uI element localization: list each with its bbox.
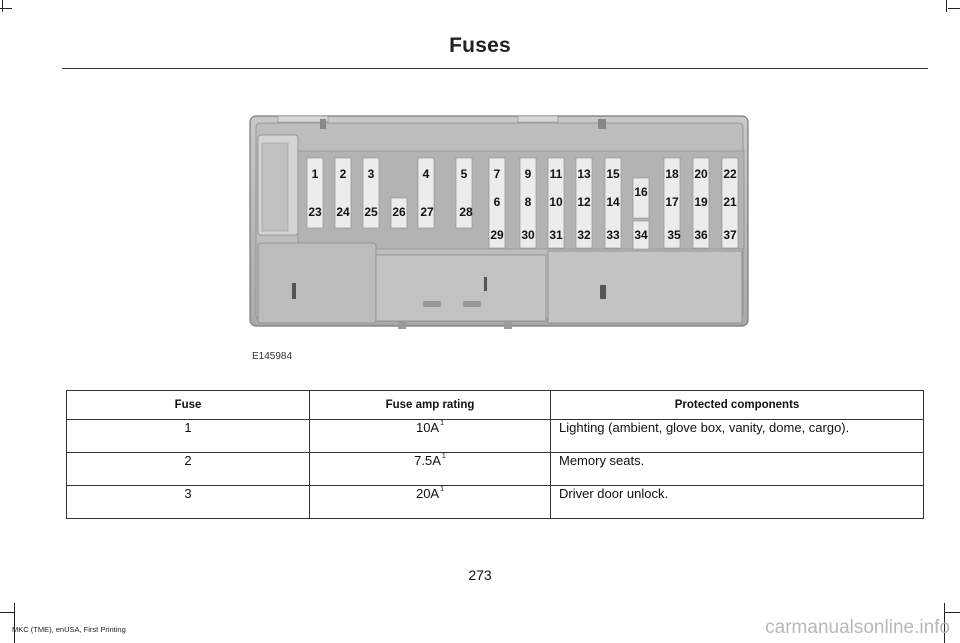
fuse-number-label: 30 — [521, 228, 535, 242]
fuse-number-cell: 1 — [66, 419, 310, 453]
fuse-number-label: 11 — [550, 167, 563, 181]
figure-id: E145984 — [252, 351, 293, 362]
crop-mark — [944, 603, 945, 643]
amp-rating-cell: 10A1 — [309, 419, 551, 453]
fuse-number-label: 31 — [549, 228, 563, 242]
fuse-slot — [632, 220, 650, 250]
fuse-number-label: 32 — [577, 228, 591, 242]
column-header-protected-components: Protected components — [550, 390, 924, 420]
fuse-slot — [334, 157, 352, 229]
fuse-slot — [306, 157, 324, 229]
fuse-slot — [390, 197, 408, 229]
fuse-slot — [519, 157, 537, 249]
fuse-table: Fuse Fuse amp rating Protected component… — [66, 390, 924, 519]
fuse-slot — [721, 157, 739, 249]
fuse-number-label: 18 — [665, 167, 679, 181]
amp-rating-cell: 7.5A1 — [309, 452, 551, 486]
table-row: 3 20A1 Driver door unlock. — [66, 485, 924, 519]
fuse-slot — [488, 157, 506, 249]
footnote-marker: 1 — [441, 453, 446, 460]
fuse-number-label: 37 — [723, 228, 737, 242]
fuse-number-label: 9 — [525, 167, 532, 181]
fuse-number-label: 25 — [364, 205, 378, 219]
page-title: Fuses — [449, 34, 511, 57]
fuse-number-label: 34 — [634, 228, 648, 242]
table-header-row: Fuse Fuse amp rating Protected component… — [66, 390, 924, 420]
table-row: 2 7.5A1 Memory seats. — [66, 452, 924, 486]
crop-mark — [946, 0, 947, 12]
amp-rating-value: 20A — [415, 486, 440, 501]
fuse-number-label: 7 — [494, 167, 501, 181]
fuse-number-label: 27 — [420, 205, 434, 219]
fuse-number-cell: 2 — [66, 452, 310, 486]
fuse-number-label: 28 — [459, 205, 473, 219]
column-header-fuse: Fuse — [66, 390, 310, 420]
fuse-number-label: 22 — [723, 167, 737, 181]
fuse-number-label: 8 — [525, 195, 532, 209]
fuse-number-label: 33 — [606, 228, 620, 242]
fuse-number-label: 13 — [577, 167, 591, 181]
crop-mark — [944, 612, 960, 613]
fuse-number-label: 20 — [694, 167, 708, 181]
footnote-marker: 1 — [440, 486, 445, 493]
fuse-number-label: 2 — [340, 167, 347, 181]
fuse-number-label: 14 — [606, 195, 620, 209]
fuse-number-label: 16 — [634, 185, 648, 199]
fuse-number-label: 19 — [694, 195, 708, 209]
fuse-number-label: 12 — [577, 195, 591, 209]
fuse-number-label: 15 — [606, 167, 620, 181]
fuse-number-label: 21 — [723, 195, 737, 209]
fuse-number-label: 36 — [694, 228, 708, 242]
fuse-slot — [417, 157, 435, 229]
footer-text: MKC (TME), enUSA, First Printing — [12, 625, 126, 634]
footnote-marker: 1 — [440, 420, 445, 427]
watermark: carmanualsonline.info — [765, 617, 950, 638]
amp-rating-cell: 20A1 — [309, 485, 551, 519]
column-header-amp-rating: Fuse amp rating — [309, 390, 551, 420]
crop-mark — [2, 0, 3, 12]
protected-components-cell: Driver door unlock. — [550, 485, 924, 519]
fuse-number-label: 24 — [336, 205, 350, 219]
protected-components-cell: Lighting (ambient, glove box, vanity, do… — [550, 419, 924, 453]
fuse-number-label: 10 — [549, 195, 563, 209]
fuse-slot — [575, 157, 593, 249]
fuse-number-label: 17 — [665, 195, 679, 209]
fuse-number-label: 26 — [392, 205, 406, 219]
fuse-number-label: 3 — [368, 167, 375, 181]
amp-rating-value: 7.5A — [414, 453, 441, 468]
fuse-slot — [362, 157, 380, 229]
page-number: 273 — [468, 567, 492, 583]
fuse-number-label: 5 — [461, 167, 468, 181]
fuse-number-label: 35 — [667, 228, 681, 242]
crop-mark — [0, 612, 14, 613]
fuse-slot — [663, 157, 681, 249]
fuse-number-label: 1 — [312, 167, 319, 181]
protected-components-cell: Memory seats. — [550, 452, 924, 486]
crop-mark — [14, 603, 15, 643]
fuse-slot — [455, 157, 473, 229]
fuse-slot — [632, 177, 650, 219]
crop-mark — [0, 8, 12, 9]
fuse-number-label: 23 — [308, 205, 322, 219]
amp-rating-value: 10A — [415, 420, 440, 435]
crop-mark — [948, 8, 960, 9]
fuse-number-cell: 3 — [66, 485, 310, 519]
table-row: 1 10A1 Lighting (ambient, glove box, van… — [66, 419, 924, 453]
fuse-slot — [547, 157, 565, 249]
fuse-layer — [306, 157, 739, 250]
header-rule — [62, 68, 928, 69]
fuse-number-label: 4 — [423, 167, 430, 181]
fuse-number-label: 6 — [494, 195, 501, 209]
fuse-number-label: 29 — [490, 228, 504, 242]
fuse-slot — [604, 157, 622, 249]
fuse-slot — [692, 157, 710, 249]
